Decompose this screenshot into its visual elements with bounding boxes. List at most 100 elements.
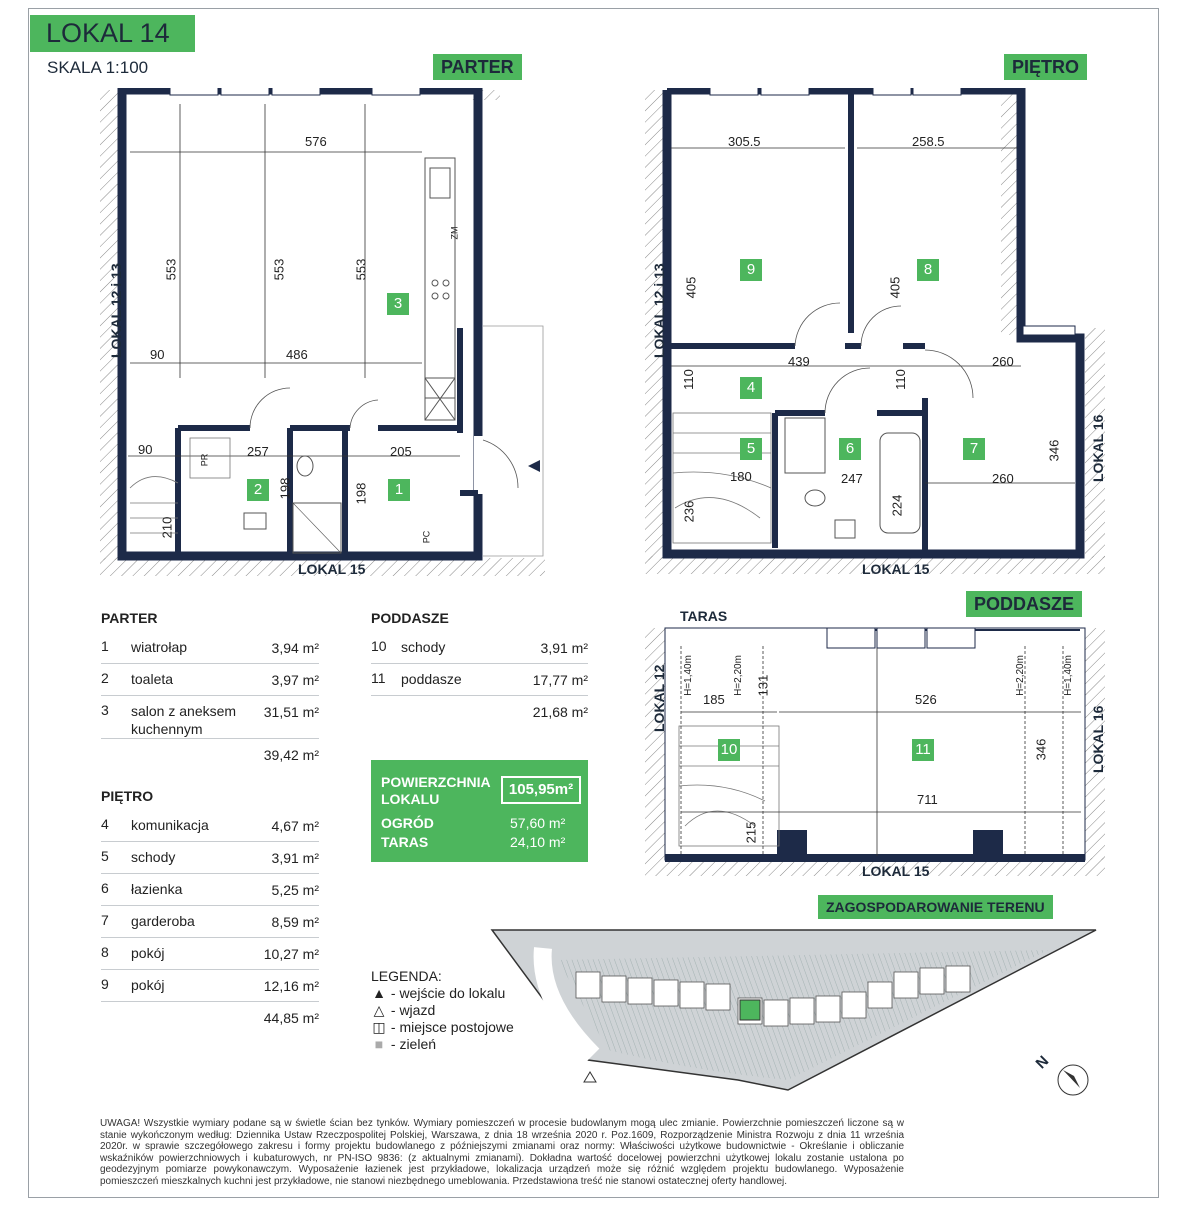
neighbor-lokal-15: LOKAL 15	[862, 561, 930, 577]
dim: 486	[286, 347, 308, 362]
dim: 346	[1046, 439, 1062, 462]
row-number: 11	[371, 670, 386, 686]
poddasze-tag: PODDASZE	[966, 591, 1083, 617]
shower-icon	[784, 417, 826, 474]
site-unit-highlight	[739, 999, 761, 1021]
legend-item: △ - wjazd	[371, 1002, 514, 1019]
entrance-arrow-icon	[528, 460, 540, 472]
dim: 198	[353, 482, 369, 505]
row-area: 3,91 m²	[540, 640, 588, 656]
dim: 346	[1033, 738, 1049, 761]
room-number-10: 10	[718, 739, 740, 761]
room-number-11: 11	[912, 739, 934, 761]
row-area: 31,51 m²	[263, 704, 319, 720]
row-area: 12,16 m²	[263, 978, 319, 994]
table-row: 3 salon z aneksem kuchennym 31,51 m²	[101, 696, 319, 739]
pietro-inner-walls	[667, 90, 928, 554]
parter-table: PARTER 1 wiatrołap 3,94 m² 2 toaleta 3,9…	[101, 610, 319, 763]
pietro-outer-wall	[662, 88, 1085, 559]
row-number: 1	[101, 638, 109, 654]
parter-inner-walls	[175, 328, 478, 556]
height-label: H=1,40m	[682, 655, 694, 696]
garden-value: 57,60 m²	[510, 815, 566, 831]
parking-icon: ◫	[372, 1019, 386, 1035]
scale-label: SKALA 1:100	[47, 58, 149, 77]
garden-label: OGRÓD	[381, 815, 434, 831]
dim: 236	[681, 500, 697, 523]
dim: 553	[163, 258, 179, 281]
room-number-4: 4	[740, 377, 762, 399]
dim: 215	[743, 821, 759, 844]
legend-text: - wjazd	[390, 1002, 436, 1018]
washbasin-icon	[243, 512, 267, 530]
room-number-3: 3	[387, 293, 409, 315]
table-row: 10 schody 3,91 m²	[371, 632, 588, 664]
hatch-top	[470, 90, 500, 100]
pietro-windows	[709, 88, 1076, 336]
legend-text: - zieleń	[390, 1036, 437, 1052]
row-name: łazienka	[131, 881, 183, 897]
legend-text: - wejście do lokalu	[390, 985, 506, 1001]
hob-icon	[431, 279, 439, 287]
terrace-outline	[483, 325, 544, 557]
table-sum: 21,68 m²	[532, 704, 588, 720]
row-area: 10,27 m²	[263, 946, 319, 962]
table-row: 4 komunikacja 4,67 m²	[101, 810, 319, 842]
neighbor-lokal-16: LOKAL 16	[1090, 705, 1106, 773]
parter-dimension-lines	[128, 104, 460, 457]
filled-triangle-icon: ▲	[372, 985, 386, 1001]
table-row: 5 schody 3,91 m²	[101, 842, 319, 874]
parter-tag: PARTER	[433, 54, 522, 80]
table-heading: PARTER	[101, 610, 158, 626]
table-heading: PODDASZE	[371, 610, 449, 626]
height-label: H=2,20m	[1014, 655, 1026, 696]
sink-icon	[429, 167, 451, 199]
room-number-7: 7	[963, 438, 985, 460]
parter-stairs	[129, 437, 231, 534]
terrace-label: TARAS	[680, 608, 728, 624]
row-number: 10	[371, 638, 387, 654]
row-number: 7	[101, 912, 109, 928]
dim: 185	[703, 692, 725, 707]
dim: 198	[277, 477, 293, 500]
row-number: 9	[101, 976, 109, 992]
dim: 711	[917, 792, 938, 807]
row-area: 3,97 m²	[271, 672, 319, 688]
total-area-label: POWIERZCHNIA	[381, 774, 491, 790]
height-label: H=1,40m	[1062, 655, 1074, 696]
pietro-doors	[794, 302, 974, 414]
site-road	[533, 947, 600, 1062]
total-area-value: 105,95m²	[501, 776, 581, 804]
room-number-8: 8	[917, 259, 939, 281]
row-name: komunikacja	[131, 817, 209, 833]
table-row: 2 toaleta 3,97 m²	[101, 664, 319, 696]
green-area-icon: ■	[374, 1036, 384, 1052]
parter-floorplan	[100, 88, 545, 576]
bathtub-icon	[879, 432, 921, 534]
hatch-left	[100, 90, 122, 560]
height-label: H=2,20m	[732, 655, 744, 696]
dim: 405	[887, 276, 903, 299]
washbasin-icon	[834, 519, 856, 539]
row-name: salon z aneksem kuchennym	[131, 703, 237, 737]
room-number-6: 6	[839, 438, 861, 460]
room-number-5: 5	[740, 438, 762, 460]
row-area: 5,25 m²	[271, 882, 319, 898]
toilet-icon	[804, 489, 826, 507]
parter-doors	[249, 387, 519, 489]
pietro-table: PIĘTRO 4 komunikacja 4,67 m² 5 schody 3,…	[101, 788, 319, 1026]
table-heading: PIĘTRO	[101, 788, 154, 804]
pietro-stairs	[672, 412, 772, 544]
fixture-zm: ZM	[449, 226, 460, 240]
parter-windows	[169, 88, 421, 96]
dim: 526	[915, 692, 937, 707]
legend-item: ■ - zieleń	[371, 1036, 514, 1053]
hatch-bottom	[100, 558, 545, 576]
table-row: 8 pokój 10,27 m²	[101, 938, 319, 970]
row-number: 5	[101, 848, 109, 864]
poddasze-table: PODDASZE 10 schody 3,91 m² 11 poddasze 1…	[371, 610, 588, 720]
legend: LEGENDA: ▲ - wejście do lokalu △ - wjazd…	[371, 968, 514, 1053]
dim: 257	[247, 444, 269, 459]
fixture-pr: PR	[199, 453, 210, 467]
fixture-pc: PC	[421, 530, 432, 544]
